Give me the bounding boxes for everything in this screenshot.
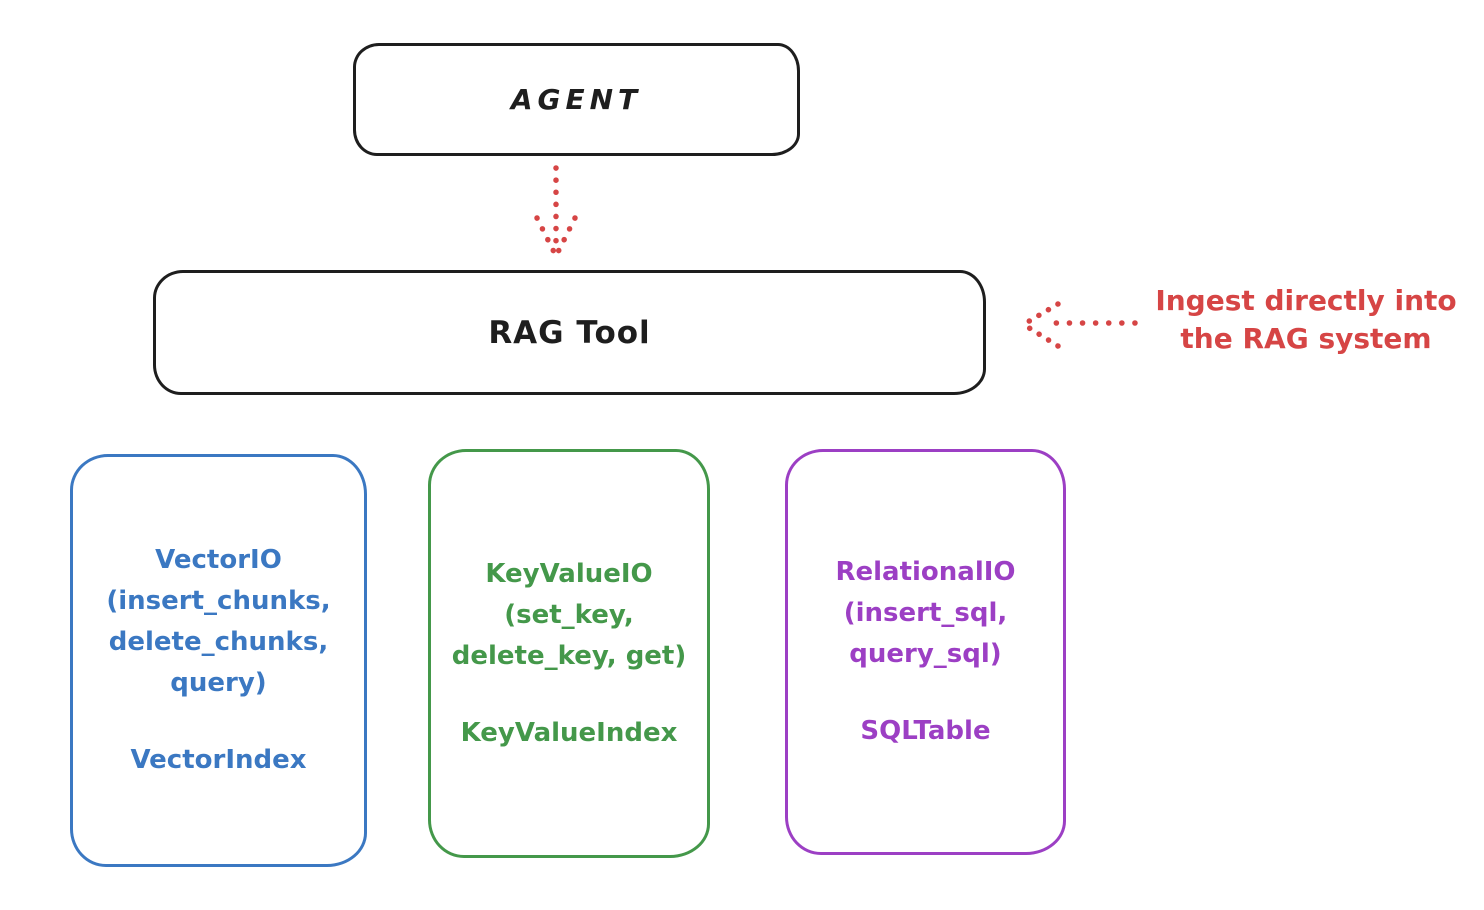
io-line: query) (170, 668, 267, 698)
io-line: (insert_sql, (843, 598, 1008, 628)
ingest-annotation-line1: Ingest directly into (1155, 284, 1457, 317)
ingest-annotation-line2: the RAG system (1180, 322, 1432, 355)
agent-label: AGENT (510, 83, 643, 116)
rag-tool-box: RAG Tool (153, 270, 986, 395)
io-line: delete_chunks, (108, 627, 329, 657)
io-line: KeyValueIO (485, 558, 653, 589)
relational-io-box: RelationalIO (insert_sql, query_sql) SQL… (785, 449, 1066, 855)
io-line: RelationalIO (835, 557, 1016, 587)
agent-box: AGENT (353, 43, 800, 156)
keyvalue-index-label: KeyValueIndex (460, 717, 678, 748)
vector-index-label: VectorIndex (130, 745, 307, 775)
arrow-agent-to-rag-icon (529, 160, 585, 264)
rag-tool-label: RAG Tool (488, 314, 651, 351)
keyvalue-io-signature: KeyValueIO (set_key, delete_key, get) (452, 554, 687, 677)
sql-table-label: SQLTable (860, 716, 991, 746)
io-line: (set_key, (504, 599, 634, 630)
arrow-annotation-to-rag-icon (1014, 293, 1142, 359)
io-line: delete_key, get) (451, 640, 687, 671)
io-line: query_sql) (849, 639, 1002, 669)
io-line: VectorIO (155, 545, 282, 575)
keyvalue-io-box: KeyValueIO (set_key, delete_key, get) Ke… (428, 449, 710, 858)
ingest-annotation: Ingest directly into the RAG system (1138, 282, 1474, 358)
vector-io-box: VectorIO (insert_chunks, delete_chunks, … (70, 454, 367, 867)
vector-io-signature: VectorIO (insert_chunks, delete_chunks, … (106, 540, 330, 704)
relational-io-signature: RelationalIO (insert_sql, query_sql) (835, 552, 1015, 675)
io-line: (insert_chunks, (106, 586, 331, 616)
